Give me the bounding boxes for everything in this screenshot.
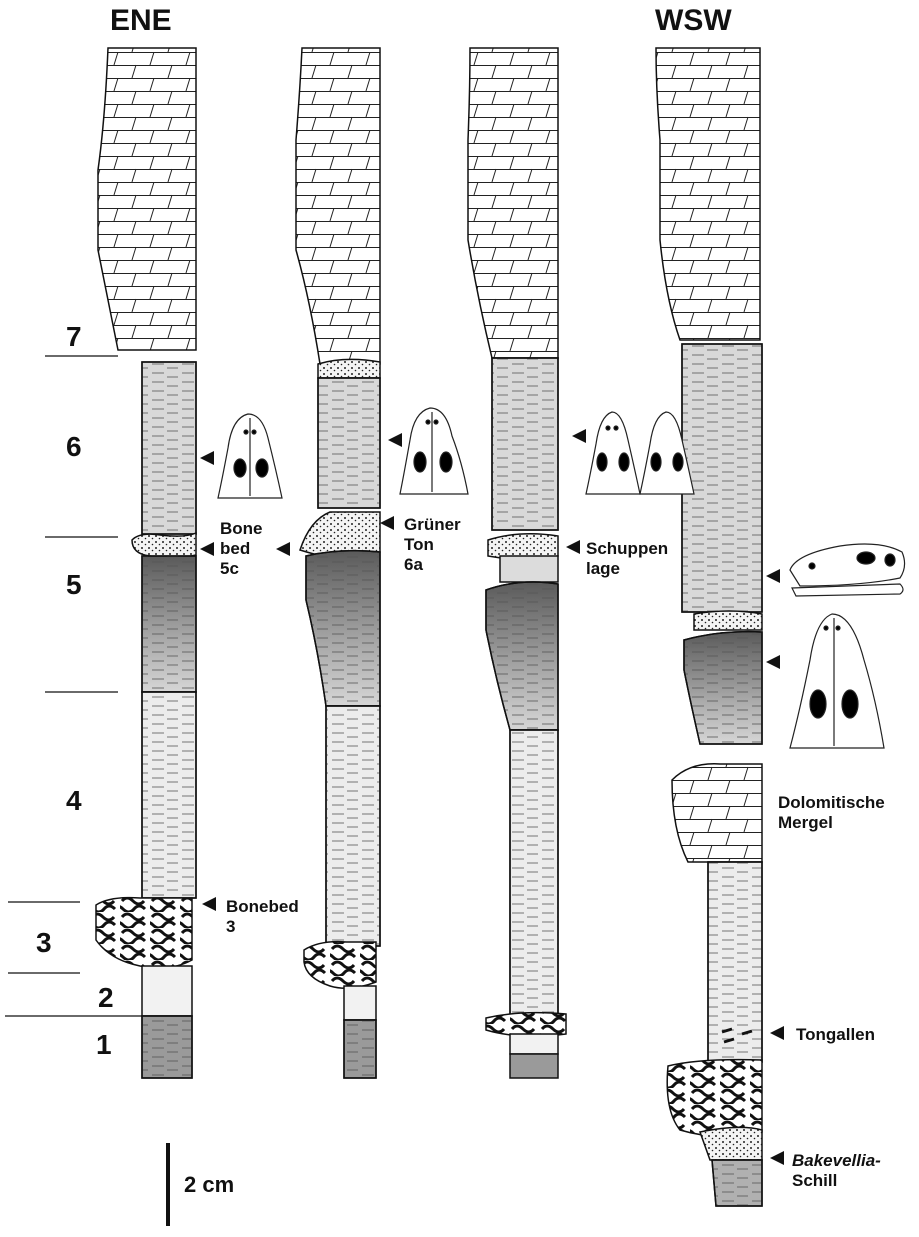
svg-text:Mergel: Mergel <box>778 813 833 832</box>
header-ene: ENE <box>110 4 172 37</box>
shale-unit-6-lower <box>500 556 558 582</box>
bonebed-top-6 <box>318 359 380 378</box>
shale-unit-2 <box>142 966 192 1016</box>
dolomitische-mergel-bed <box>672 764 762 862</box>
skull-drawing-1 <box>218 414 282 498</box>
label-bakevellia-schill: Bakevellia- Schill <box>792 1151 881 1190</box>
arrow-marker-tongallen <box>770 1026 784 1040</box>
arrow-marker-skull-3 <box>572 429 586 443</box>
unit-label-7: 7 <box>66 321 82 352</box>
scale-bar-label: 2 cm <box>184 1172 234 1197</box>
bakevellia-schill-bed <box>700 1127 762 1160</box>
bonebed-top-5 <box>694 611 762 630</box>
shale-unit-2 <box>344 986 376 1020</box>
unit-label-1: 1 <box>96 1029 112 1060</box>
dolomite-top-bed <box>98 48 196 350</box>
arrow-marker-bonebed-5c <box>200 542 214 556</box>
svg-text:6a: 6a <box>404 555 423 574</box>
label-bonebed-3: Bonebed 3 <box>226 897 299 936</box>
svg-text:Bakevellia-: Bakevellia- <box>792 1151 881 1170</box>
svg-text:3: 3 <box>226 917 235 936</box>
arrow-marker-gruener-ton <box>380 516 394 530</box>
arrow-marker-skull-2 <box>388 433 402 447</box>
svg-text:lage: lage <box>586 559 620 578</box>
svg-text:Ton: Ton <box>404 535 434 554</box>
section-column-4 <box>656 48 762 1206</box>
unit-label-4: 4 <box>66 785 82 816</box>
section-column-2 <box>296 48 380 1078</box>
arrow-marker-skull-lateral <box>766 569 780 583</box>
dolomite-top-bed <box>468 48 558 358</box>
svg-text:bed: bed <box>220 539 250 558</box>
wavy-limestone-unit-3 <box>486 1013 566 1037</box>
wavy-limestone-unit-3 <box>96 898 192 968</box>
arrow-marker-schuppenlage <box>566 540 580 554</box>
section-column-1 <box>96 48 196 1078</box>
svg-text:Grüner: Grüner <box>404 515 461 534</box>
dolomite-top-bed <box>656 48 760 340</box>
svg-text:Schill: Schill <box>792 1171 837 1190</box>
header-wsw: WSW <box>655 4 732 37</box>
unit-label-5: 5 <box>66 569 82 600</box>
unit-label-2: 2 <box>98 982 114 1013</box>
bonebed-5c <box>132 533 196 558</box>
skull-drawing-3a <box>586 412 640 494</box>
shale-unit-2 <box>510 1034 558 1054</box>
arrow-marker-col2-left <box>276 542 290 556</box>
svg-text:Dolomitische: Dolomitische <box>778 793 885 812</box>
wavy-limestone-unit-3 <box>304 942 376 989</box>
dolomite-top-bed <box>296 48 380 364</box>
skull-drawing-lateral <box>790 544 905 596</box>
arrow-marker-bonebed-3 <box>202 897 216 911</box>
arrow-marker-skull-1 <box>200 451 214 465</box>
label-bone-bed-5c: Bone bed 5c <box>220 519 263 578</box>
skull-drawing-2 <box>400 408 468 494</box>
svg-text:Schuppen: Schuppen <box>586 539 668 558</box>
svg-text:Bone: Bone <box>220 519 263 538</box>
skull-drawing-4 <box>790 614 884 748</box>
label-gruener-ton: Grüner Ton 6a <box>404 515 461 574</box>
label-tongallen: Tongallen <box>796 1025 875 1044</box>
shale-unit-1 <box>510 1054 558 1078</box>
label-schuppenlage: Schuppen lage <box>586 539 668 578</box>
arrow-marker-bakevellia <box>770 1151 784 1165</box>
unit-label-3: 3 <box>36 927 52 958</box>
unit-label-6: 6 <box>66 431 82 462</box>
svg-text:Bonebed: Bonebed <box>226 897 299 916</box>
label-dolomitische-mergel: Dolomitische Mergel <box>778 793 885 832</box>
arrow-marker-skull-4 <box>766 655 780 669</box>
wavy-limestone-unit-3 <box>667 1060 762 1137</box>
section-column-3 <box>468 48 566 1078</box>
schuppenlage-bed <box>488 534 558 559</box>
svg-text:5c: 5c <box>220 559 239 578</box>
